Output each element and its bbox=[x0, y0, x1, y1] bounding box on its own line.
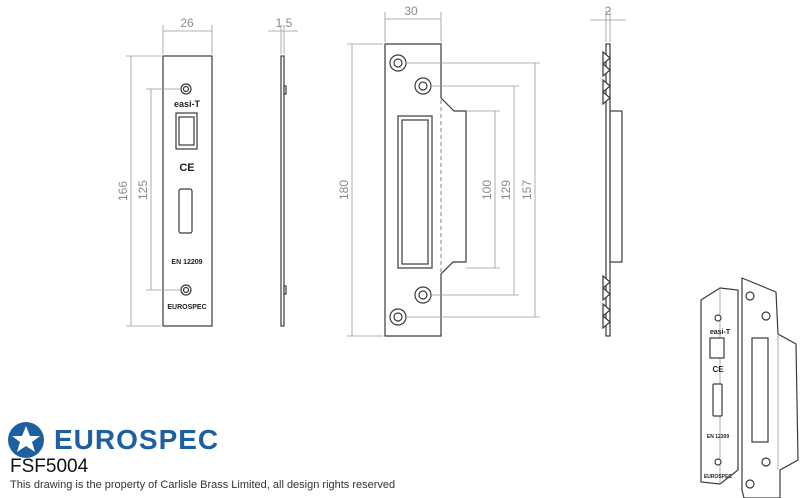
iso-strike-plate bbox=[741, 277, 799, 498]
iso-standard-mark: EN 12209 bbox=[707, 434, 729, 440]
side-thickness-dimension: 1.5 bbox=[276, 16, 293, 30]
iso-maker-mark: EUROSPEC bbox=[704, 474, 732, 480]
strike-mid-dimension: 129 bbox=[499, 180, 513, 200]
side-plate-outline bbox=[280, 55, 285, 327]
strike-slot-dimension: 100 bbox=[480, 180, 494, 200]
strike-width-dimension: 30 bbox=[404, 4, 418, 18]
iso-brand-mark: easi-T bbox=[710, 329, 731, 336]
brand-name: EUROSPEC bbox=[54, 424, 220, 455]
front-bolt-slot bbox=[178, 188, 193, 234]
copyright-notice: This drawing is the property of Carlisle… bbox=[10, 479, 396, 491]
plate-maker-mark: EUROSPEC bbox=[167, 304, 206, 311]
strike-holes-dimension: 157 bbox=[520, 180, 534, 200]
iso-ce-mark: CE bbox=[712, 365, 724, 374]
strike-thickness-dimension: 2 bbox=[605, 4, 612, 18]
plate-brand-mark: easi-T bbox=[174, 99, 201, 109]
front-width-dimension: 26 bbox=[180, 16, 194, 30]
product-code: FSF5004 bbox=[10, 456, 89, 477]
ce-mark: CE bbox=[179, 162, 194, 174]
strike-height-dimension: 180 bbox=[337, 180, 351, 200]
side-view: 1.5 bbox=[268, 16, 298, 327]
star-logo-icon bbox=[8, 422, 44, 458]
strike-side-view: 2 bbox=[590, 4, 626, 337]
front-hole-centres-dimension: 125 bbox=[136, 180, 150, 200]
front-height-dimension: 166 bbox=[116, 181, 130, 201]
front-view: easi-T CE EN 12209 EUROSPEC 26 166 125 bbox=[116, 16, 213, 327]
isometric-view: easi-T CE EN 12209 EUROSPEC bbox=[700, 277, 799, 498]
plate-standard-mark: EN 12209 bbox=[171, 259, 202, 266]
strike-front-view: 30 180 100 129 157 bbox=[337, 4, 540, 337]
brand-logo: EUROSPEC bbox=[8, 420, 219, 460]
